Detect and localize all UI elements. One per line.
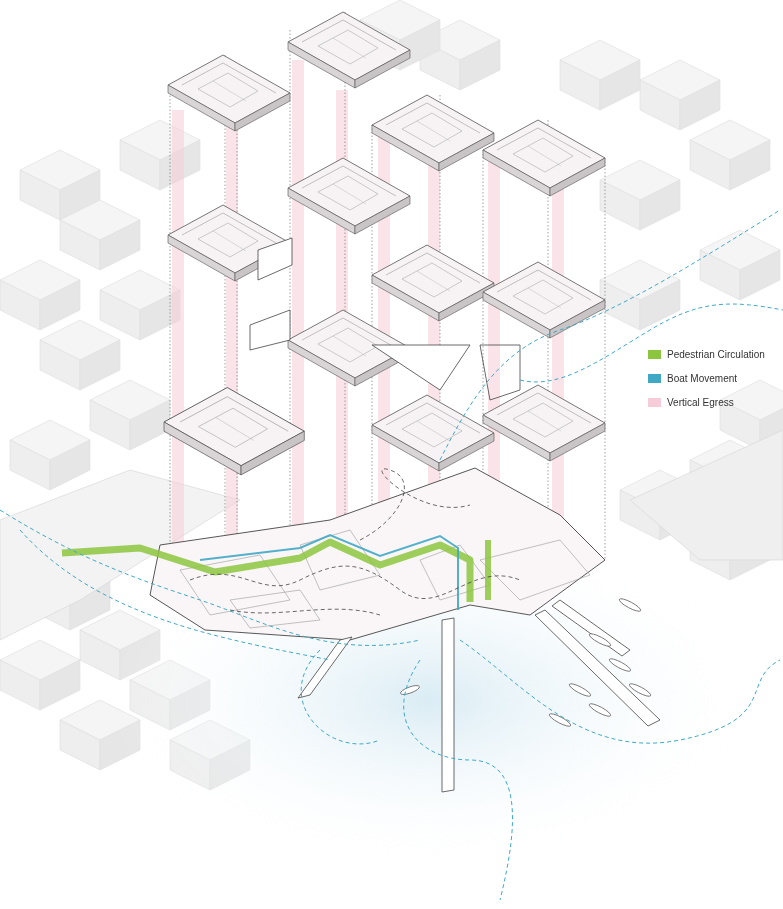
legend-row: Boat Movement xyxy=(648,366,765,390)
legend-text: Pedestrian Circulation xyxy=(667,349,765,360)
legend-swatch xyxy=(648,398,661,407)
legend-row: Vertical Egress xyxy=(648,390,765,414)
legend-text: Vertical Egress xyxy=(667,397,734,408)
legend-text: Boat Movement xyxy=(667,373,737,384)
legend-swatch xyxy=(648,350,661,359)
legend-swatch xyxy=(648,374,661,383)
legend-row: Pedestrian Circulation xyxy=(648,342,765,366)
legend: Pedestrian CirculationBoat MovementVerti… xyxy=(648,342,765,414)
